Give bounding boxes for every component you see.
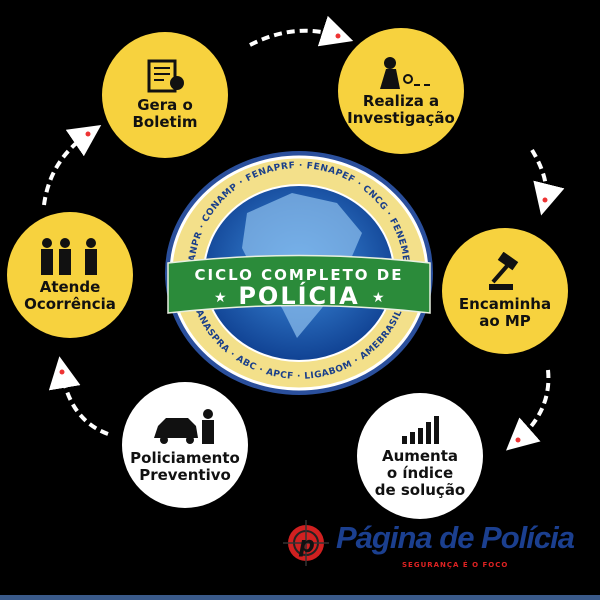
- bar-chart-icon: [402, 415, 439, 444]
- bottom-bar: [0, 595, 600, 600]
- arrow-5: [42, 124, 102, 206]
- target-logo-icon: p: [283, 520, 329, 566]
- node-label-line: de solução: [374, 480, 466, 499]
- pagina-de-policia-logo: p Página de Polícia SEGURANÇA É O FOCO: [282, 518, 592, 578]
- node-label-line: Gera o: [137, 96, 193, 114]
- brand-name: Página de Polícia: [336, 520, 575, 555]
- brand-slogan: SEGURANÇA É O FOCO: [402, 561, 509, 569]
- arrow-2: [530, 148, 565, 216]
- node-atende-ocorrencia: Atende Ocorrência: [7, 212, 133, 338]
- node-encaminha-mp: Encaminha ao MP: [442, 228, 568, 354]
- node-label-line: ao MP: [479, 312, 531, 330]
- node-gera-boletim: Gera o Boletim: [102, 32, 228, 158]
- star-icon: ★: [214, 290, 227, 306]
- gavel-icon: [489, 252, 519, 290]
- police-officers-icon: [41, 238, 97, 275]
- svg-text:p: p: [298, 533, 315, 558]
- node-label-line: Investigação: [347, 109, 455, 127]
- ribbon-title: CICLO COMPLETO DE: [195, 266, 404, 284]
- node-label-line: Policiamento: [130, 449, 240, 467]
- node-label-line: Boletim: [132, 113, 198, 131]
- police-car-icon: [154, 409, 214, 444]
- node-label-line: Encaminha: [458, 295, 552, 313]
- arrow-3: [506, 369, 551, 451]
- node-label-line: Atende: [39, 278, 101, 296]
- document-icon: [147, 59, 184, 93]
- arrow-1: [249, 15, 354, 47]
- node-label-line: Ocorrência: [24, 295, 116, 313]
- ribbon-policia: POLÍCIA: [238, 281, 359, 310]
- node-realiza-investigacao: Realiza a Investigação: [338, 28, 464, 154]
- star-icon: ★: [372, 290, 385, 306]
- node-policiamento-preventivo: Policiamento Preventivo: [122, 382, 248, 508]
- node-label-line: Preventivo: [139, 466, 231, 484]
- node-label-line: Aumenta: [381, 446, 459, 465]
- node-aumenta-indice: Aumenta o índice de solução: [357, 393, 483, 519]
- arrow-4: [48, 356, 109, 436]
- ciclo-completo-seal: ANPR · CONAMP · FENAPRF · FENAPEF · CNCG…: [165, 151, 433, 395]
- detective-icon: [380, 57, 430, 89]
- node-label-line: o índice: [386, 463, 454, 482]
- node-label-line: Realiza a: [362, 92, 440, 110]
